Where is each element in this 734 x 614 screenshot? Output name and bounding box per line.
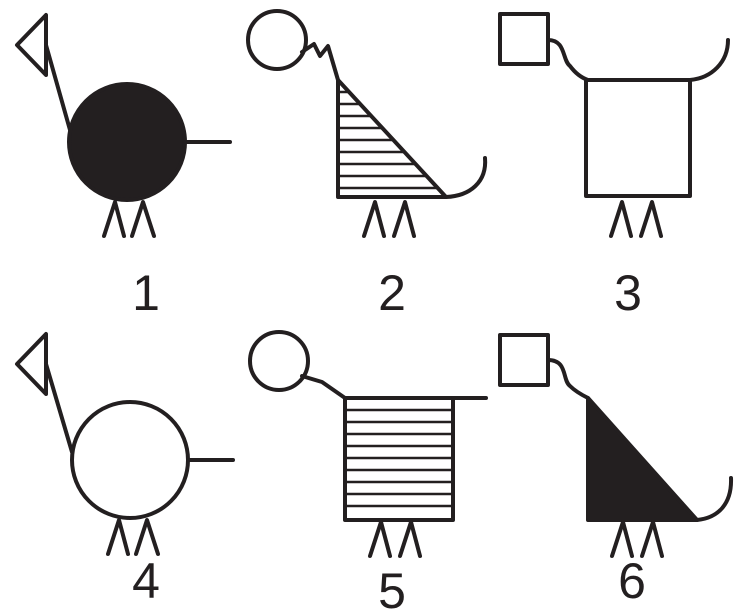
figure-2-neck [302,44,338,80]
figure-5-neck [302,376,345,398]
figure-1-label: 1 [132,265,160,321]
figure-5-stripes [340,410,460,506]
figure-4 [17,334,233,554]
figure-3-square-body [586,80,690,196]
figure-6 [500,335,731,556]
figure-3-tail [690,40,728,80]
figure-1-neck [46,45,70,130]
figure-2-circle-head [248,11,306,69]
figure-1 [17,15,230,236]
figure-4-legs [108,520,158,554]
figure-4-circle-body [72,402,188,518]
figure-6-neck [548,360,588,398]
figure-5-legs [370,522,420,556]
figure-2-tail [446,158,485,197]
figure-6-label: 6 [618,553,646,609]
figure-6-triangle-body [588,398,697,520]
figure-4-label: 4 [132,553,160,609]
figure-3-label: 3 [614,265,642,321]
figure-6-tail [697,478,731,520]
figure-4-neck [46,364,72,452]
figure-3-legs [611,202,661,236]
figure-2 [248,11,485,236]
figure-5-circle-head [250,332,308,390]
figure-5-label: 5 [378,563,406,614]
figure-5 [250,332,486,556]
figure-6-legs [612,522,662,556]
figure-2-legs [364,202,414,236]
figure-3-neck [548,40,588,80]
figure-2-label: 2 [378,265,406,321]
figure-3 [500,14,728,236]
figure-2-triangle-body [338,80,446,197]
figure-4-triangle-head [17,334,46,394]
figure-6-square-head [500,335,548,385]
figure-1-legs [104,202,154,236]
figure-1-circle-body [69,84,185,200]
figure-1-triangle-head [17,15,46,75]
figure-3-square-head [500,14,548,64]
